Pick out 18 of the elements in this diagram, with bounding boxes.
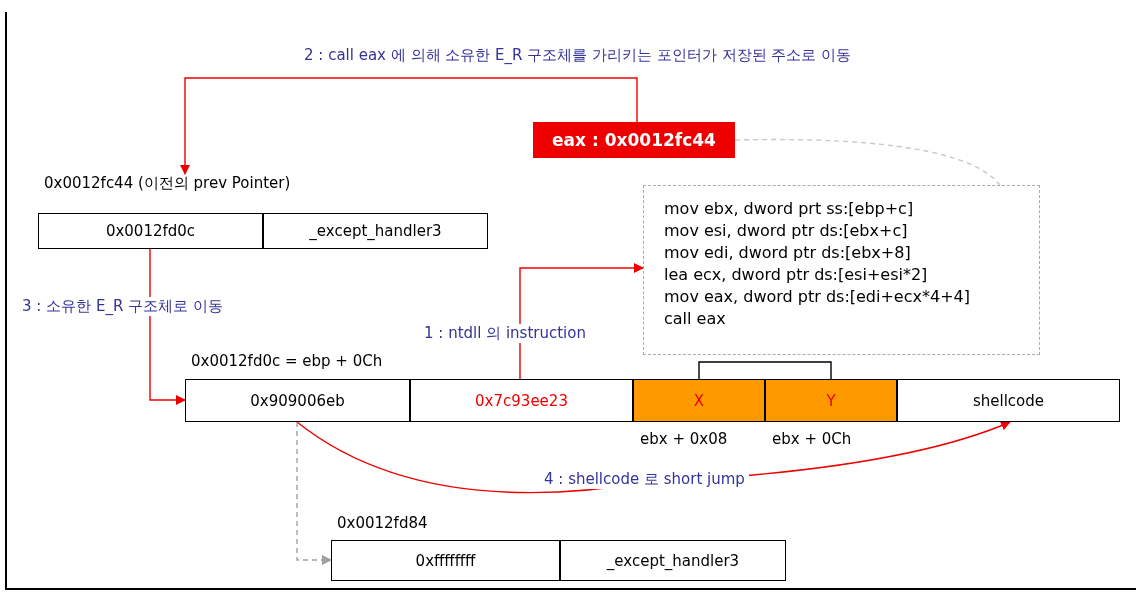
memory-cell: 0x7c93ee23 bbox=[410, 379, 633, 422]
memory-cell: X bbox=[633, 379, 765, 422]
memory-cell: _except_handler3 bbox=[560, 540, 786, 581]
memory-cell: 0xffffffff bbox=[331, 540, 560, 581]
register-box: eax : 0x0012fc44 bbox=[533, 122, 735, 158]
memory-cell: shellcode bbox=[897, 379, 1120, 422]
arrow bbox=[180, 77, 638, 175]
memory-cell: _except_handler3 bbox=[263, 213, 488, 249]
arrow bbox=[296, 421, 332, 565]
code-box: mov ebx, dword prt ss:[ebp+c] mov esi, dword ptr ds:[ebx+c] mov edi, dword ptr ds:[ebx+8] lea ecx, dword ptr ds:[esi+esi*2] mov eax, dword ptr ds:[edi+ecx*4+4] call eax bbox=[643, 185, 1040, 355]
memory-cell: 0x0012fd0c bbox=[38, 213, 263, 249]
memory-cell: 0x909006eb bbox=[185, 379, 410, 422]
arrow bbox=[149, 248, 186, 405]
address-heading: 0x0012fd84 bbox=[337, 514, 428, 532]
memory-cell: Y bbox=[765, 379, 897, 422]
arrow bbox=[519, 263, 644, 380]
address-heading: 0x0012fd0c = ebp + 0Ch bbox=[191, 352, 383, 370]
address-heading: 0x0012fc44 (이전의 prev Pointer) bbox=[44, 174, 291, 193]
